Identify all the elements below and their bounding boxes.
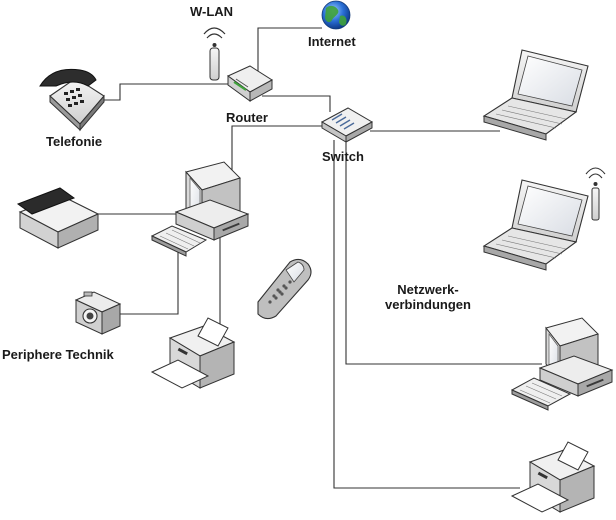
desktop-pc-icon (174, 161, 250, 241)
telephone-icon (39, 68, 105, 132)
switch-label: Switch (322, 149, 364, 164)
line-switch-pc-right (345, 140, 542, 365)
line-switch-printer-right (333, 140, 520, 489)
keyboard-icon (150, 225, 208, 257)
desktop-pc-right-icon (538, 317, 614, 397)
camera-icon (74, 291, 122, 335)
line-phone-router (96, 83, 232, 101)
wlan-laptop-icon (482, 167, 606, 271)
wlan-antenna-icon (203, 27, 226, 81)
periphere-technik-label: Periphere Technik (2, 347, 114, 362)
netzwerk-label-line1: Netzwerk- (397, 282, 459, 297)
scanner-icon (16, 187, 100, 249)
keyboard-right-icon (510, 377, 572, 411)
globe-icon (321, 0, 351, 30)
laptop-icon (482, 49, 589, 141)
mobile-phone-icon (257, 258, 312, 320)
internet-label: Internet (308, 34, 356, 49)
line-switch-pc (231, 125, 328, 180)
connection-lines (96, 27, 542, 489)
line-router-switch (262, 95, 331, 112)
line-internet-router (257, 27, 322, 72)
printer-icon (150, 317, 236, 389)
telefonie-label: Telefonie (46, 134, 103, 149)
printer-right-icon (510, 441, 596, 513)
netzwerk-label: Netzwerk- verbindungen (384, 282, 472, 312)
router-label: Router (226, 110, 268, 125)
line-camera-pc (116, 248, 179, 315)
wlan-label: W-LAN (190, 4, 234, 19)
router-icon (227, 65, 273, 102)
switch-icon (320, 107, 374, 143)
netzwerk-label-line2: verbindungen (385, 297, 471, 312)
